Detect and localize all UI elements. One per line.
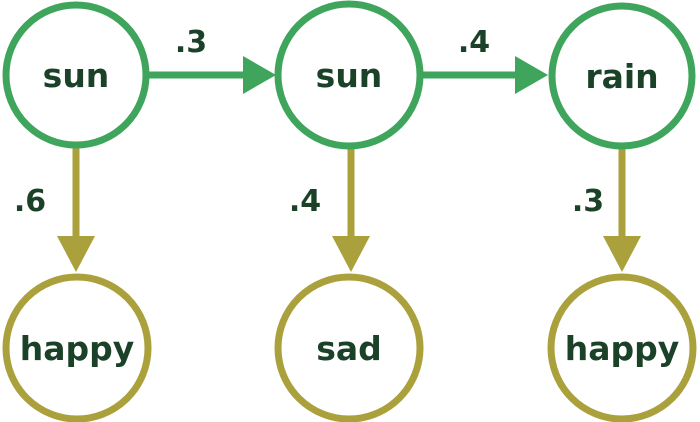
hidden-state-node-3: rain (548, 2, 696, 150)
observation-node-2: sad (274, 273, 424, 422)
observation-circle-2 (274, 273, 424, 422)
emission-arrow-2-head (332, 236, 370, 272)
observation-circle-1 (2, 273, 152, 422)
observation-node-1: happy (2, 273, 152, 422)
hidden-state-circle-1 (2, 1, 150, 149)
emission-prob-label-3: .3 (572, 184, 604, 219)
hidden-state-circle-3 (548, 2, 696, 150)
hidden-state-node-2: sun (274, 0, 424, 150)
observation-label-2: sad (316, 329, 382, 368)
transition-prob-label-2: .4 (458, 25, 490, 60)
emission-arrow-2: .4 (289, 146, 370, 272)
emission-arrow-1: .6 (14, 146, 95, 272)
hidden-state-label-3: rain (585, 57, 658, 96)
transition-arrow-2-head (515, 56, 548, 94)
emission-arrow-3: .3 (572, 146, 641, 272)
emission-prob-label-1: .6 (14, 184, 46, 219)
observation-node-3: happy (547, 273, 697, 422)
hidden-state-label-1: sun (43, 56, 110, 95)
observation-label-1: happy (20, 329, 135, 368)
emission-arrow-1-head (57, 236, 95, 272)
hidden-state-label-2: sun (316, 56, 383, 95)
transition-arrow-1-head (243, 56, 276, 94)
observation-circle-3 (547, 273, 697, 422)
emission-prob-label-2: .4 (289, 184, 321, 219)
hidden-state-circle-2 (274, 0, 424, 150)
observation-label-3: happy (565, 329, 680, 368)
transition-arrow-2: .4 (422, 25, 548, 94)
transition-prob-label-1: .3 (175, 25, 207, 60)
emission-arrow-3-head (603, 236, 641, 272)
hidden-state-node-1: sun (2, 1, 150, 149)
transition-arrow-1: .3 (149, 25, 276, 94)
